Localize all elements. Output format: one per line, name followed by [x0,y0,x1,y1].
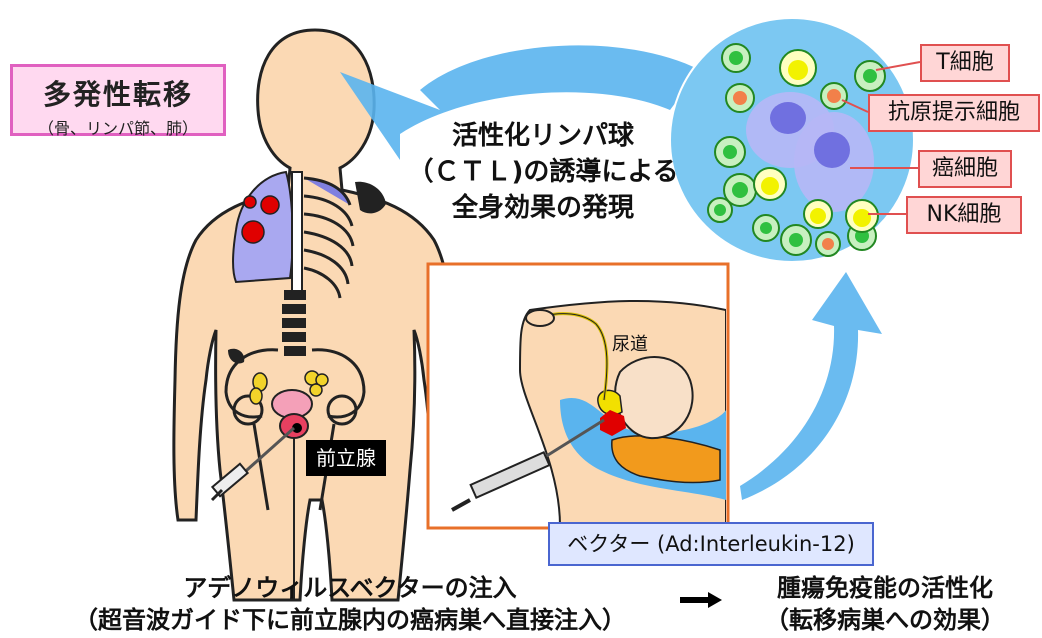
vector-label: ベクター (Ad:Interleukin-12) [548,522,874,566]
urethra-label: 尿道 [612,330,648,356]
bottom-right-arrow [680,592,722,608]
t-cell-label: T細胞 [920,44,1010,82]
lung-metastasis [261,196,279,214]
center-line-2: （ＣＴＬ)の誘導による [383,154,703,190]
center-line-3: 全身効果の発現 [383,190,703,226]
cancer-cell-label: 癌細胞 [918,150,1012,188]
metastasis-box: 多発性転移 （骨、リンパ節、肺） [10,64,226,136]
apc-label: 抗原提示細胞 [868,94,1040,132]
prostate-injection-inset [428,264,728,528]
metastasis-subtitle: （骨、リンパ節、肺） [13,115,223,139]
prostate-label: 前立腺 [306,440,386,476]
center-line-1: 活性化リンパ球 [383,118,703,154]
activation-caption-line-1: 腫瘍免疫能の活性化 [750,572,1020,604]
lung-metastasis [244,196,256,208]
injection-caption-line-2: （超音波ガイド下に前立腺内の癌病巣へ直接注入） [40,604,660,636]
activation-caption: 腫瘍免疫能の活性化 （転移病巣への効果） [750,572,1020,636]
injection-caption: アデノウィルスベクターの注入 （超音波ガイド下に前立腺内の癌病巣へ直接注入） [40,572,660,636]
systemic-arrow-lower [740,272,882,500]
metastasis-title: 多発性転移 [13,73,223,113]
lung-metastasis [242,221,264,243]
systemic-effect-text: 活性化リンパ球 （ＣＴＬ)の誘導による 全身効果の発現 [383,118,703,226]
immune-cell-cluster [670,18,914,262]
activation-caption-line-2: （転移病巣への効果） [750,604,1020,636]
nk-cell-label: NK細胞 [906,196,1022,234]
injection-caption-line-1: アデノウィルスベクターの注入 [40,572,660,604]
